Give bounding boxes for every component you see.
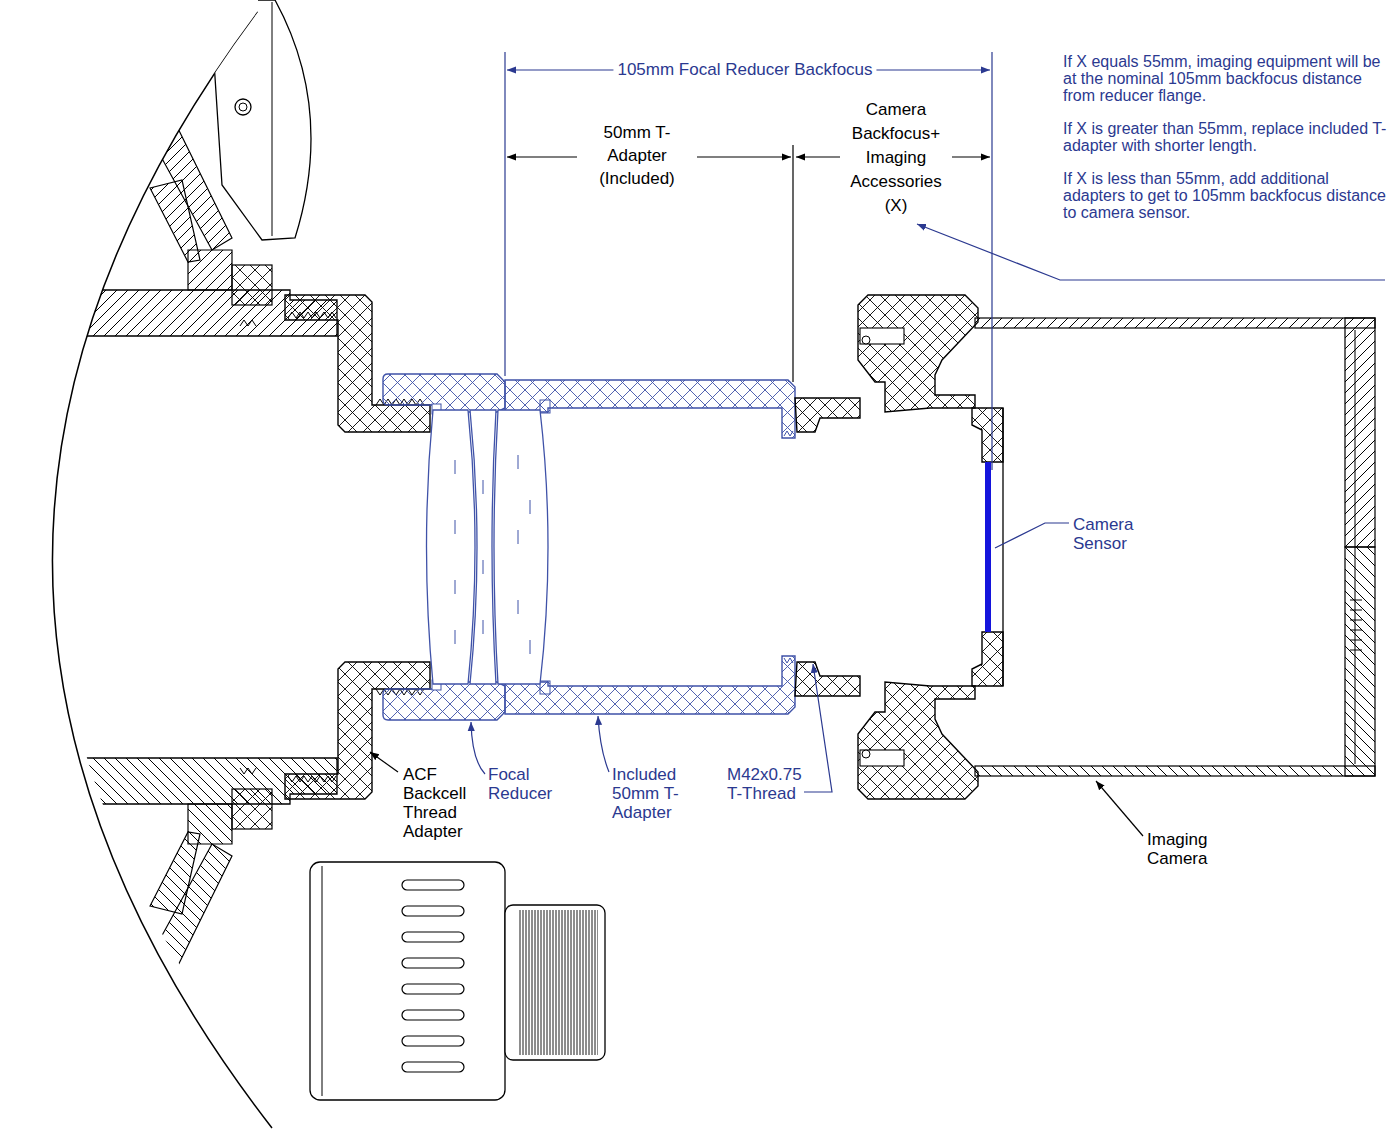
dimension-label: Camera Backfocus+ Imaging Accessories (X… [840, 98, 952, 218]
callout-label: Focal Reducer [488, 765, 568, 803]
callout-label: Camera Sensor [1073, 515, 1163, 553]
callout-label: Imaging Camera [1147, 830, 1237, 868]
callout-label: Included 50mm T-Adapter [612, 765, 708, 822]
callout-label: ACF Backcell Thread Adapter [403, 765, 483, 841]
note-text: If X is greater than 55mm, replace inclu… [1063, 120, 1389, 154]
leader-lines [370, 224, 1385, 836]
note-text: If X equals 55mm, imaging equipment will… [1063, 53, 1389, 104]
dimension-label: 105mm Focal Reducer Backfocus [613, 60, 876, 79]
dimension-lines [505, 52, 992, 470]
notes-column: If X equals 55mm, imaging equipment will… [1063, 53, 1389, 221]
callout-label: M42x0.75 T-Thread [727, 765, 819, 803]
dimension-label: 50mm T-Adapter (Included) [577, 121, 697, 190]
camera-sensor [985, 462, 991, 632]
focus-knob [310, 862, 605, 1100]
reducer-lenses [427, 410, 549, 684]
note-text: If X is less than 55mm, add additional a… [1063, 170, 1389, 221]
top-lock-knob [210, 0, 311, 240]
